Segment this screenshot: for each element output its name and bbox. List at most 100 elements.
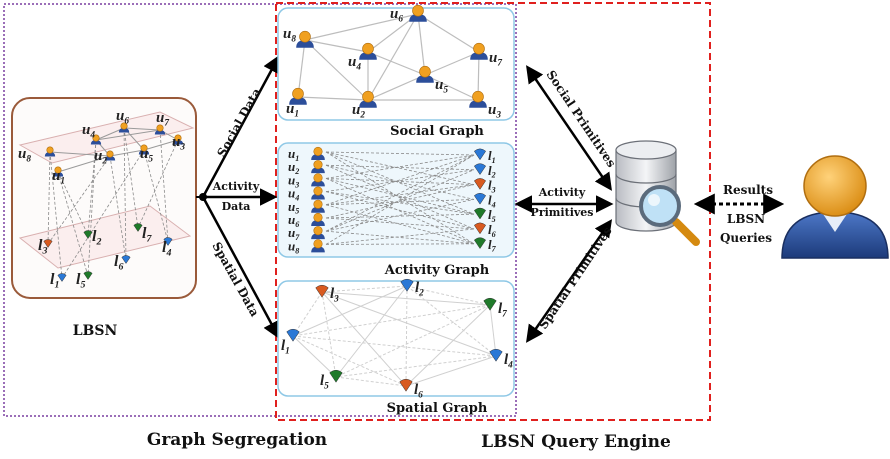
activity-user-node xyxy=(311,186,325,200)
activity-edge xyxy=(325,169,475,232)
magnifier-icon xyxy=(639,185,700,246)
lbsn-activity-edge xyxy=(143,149,169,243)
social-edge xyxy=(297,96,369,101)
activity-location-node xyxy=(473,237,487,250)
spatial-edge xyxy=(335,285,408,378)
lbsn-social-edge xyxy=(57,155,111,173)
lbsn-location-node xyxy=(121,255,131,264)
lbsn-activity-edge xyxy=(47,151,51,245)
activity-edge xyxy=(325,154,475,245)
activity-primitives-label-2: Primitives xyxy=(531,206,594,219)
activity-location-label: l6 xyxy=(488,222,497,239)
spatial-edge xyxy=(335,355,497,378)
spatial-edge xyxy=(321,291,491,306)
lbsn-activity-edge xyxy=(87,139,97,277)
spatial-edge xyxy=(292,335,407,387)
lbsn-location-label: l6 xyxy=(114,253,123,273)
activity-edge xyxy=(325,199,475,232)
spatial-location-node xyxy=(400,278,414,292)
activity-location-node xyxy=(473,148,487,161)
activity-location-label: l5 xyxy=(488,207,496,224)
activity-edge xyxy=(325,151,475,245)
query-engine-label: LBSN Query Engine xyxy=(481,432,671,452)
lbsn-location-node xyxy=(83,230,93,239)
activity-location-node xyxy=(473,192,487,205)
spatial-node-label: l6 xyxy=(414,382,423,400)
social-edge xyxy=(424,51,480,76)
activity-user-label: u3 xyxy=(288,172,299,189)
activity-location-node xyxy=(473,163,487,176)
lbsn-activity-edge xyxy=(123,127,139,229)
social-edge xyxy=(297,39,306,98)
lbsn-label: LBSN xyxy=(73,323,118,339)
spatial-primitives-label: Spatial Primitives xyxy=(536,224,615,332)
social-data-label: Social Data xyxy=(214,86,263,160)
spatial-location-node xyxy=(315,284,329,298)
spatial-location-node xyxy=(286,328,300,342)
lbsn-activity-edge xyxy=(49,151,63,279)
social-edge xyxy=(424,74,479,101)
activity-edge xyxy=(325,151,475,215)
social-data-arrow xyxy=(201,54,280,198)
spatial-edge xyxy=(405,355,497,387)
spatial-edge xyxy=(321,291,337,378)
activity-user-label: u8 xyxy=(288,238,299,255)
activity-user-label: u4 xyxy=(288,186,299,203)
social-edge xyxy=(304,13,419,41)
activity-location-label: l4 xyxy=(488,192,496,209)
lbsn-activity-edge xyxy=(57,171,89,236)
queries-label-1: LBSN xyxy=(727,212,765,226)
lbsn-social-edge xyxy=(95,127,125,141)
activity-edge xyxy=(325,184,475,219)
activity-edge xyxy=(325,164,475,230)
lbsn-user-node xyxy=(104,150,116,161)
lbsn-location-node xyxy=(163,237,173,246)
social-user-node xyxy=(359,42,377,60)
spatial-location-node xyxy=(489,348,503,362)
social-edge xyxy=(304,39,369,101)
activity-user-node xyxy=(311,212,325,226)
spatial-node-label: l4 xyxy=(504,352,513,370)
spatial-edge xyxy=(292,285,408,337)
activity-edge xyxy=(325,178,475,245)
spatial-edge xyxy=(321,291,497,357)
lbsn-location-label: l3 xyxy=(38,237,47,257)
lbsn-location-label: l4 xyxy=(162,239,171,259)
spatial-node-label: l7 xyxy=(498,301,507,319)
activity-data-label-1: Activity xyxy=(212,180,260,193)
social-user-node xyxy=(289,87,307,105)
spatial-graph-panel xyxy=(277,280,515,397)
spatial-node-label: l2 xyxy=(415,280,424,298)
social-user-node xyxy=(409,4,427,22)
social-graph-title: Social Graph xyxy=(390,124,484,139)
activity-location-label: l7 xyxy=(488,237,497,254)
activity-user-label: u2 xyxy=(288,159,299,176)
lbsn-location-label: l1 xyxy=(50,271,59,291)
spatial-primitives-arrow xyxy=(526,219,612,343)
social-user-node xyxy=(296,30,314,48)
lbsn-social-edge xyxy=(95,129,161,141)
spatial-edge xyxy=(405,304,491,387)
social-edge xyxy=(417,13,426,76)
lbsn-location-label: l5 xyxy=(76,271,85,291)
spatial-edge xyxy=(335,376,407,387)
social-user-node xyxy=(416,65,434,83)
lbsn-activity-edge xyxy=(87,139,97,236)
spatial-data-arrow xyxy=(201,196,280,340)
lbsn-location-label: l2 xyxy=(92,228,101,248)
lbsn-activity-edge xyxy=(159,129,169,243)
lbsn-user-node xyxy=(154,124,166,135)
lbsn-activity-edge xyxy=(123,127,127,261)
lbsn-social-edge xyxy=(109,149,145,157)
activity-location-label: l1 xyxy=(488,148,496,165)
social-user-node xyxy=(359,90,377,108)
spatial-edge xyxy=(321,285,408,293)
activity-edge xyxy=(325,164,475,200)
queries-label-2: Queries xyxy=(720,231,772,245)
activity-location-label: l2 xyxy=(488,163,496,180)
activity-location-node xyxy=(473,222,487,235)
activity-location-node xyxy=(473,207,487,220)
